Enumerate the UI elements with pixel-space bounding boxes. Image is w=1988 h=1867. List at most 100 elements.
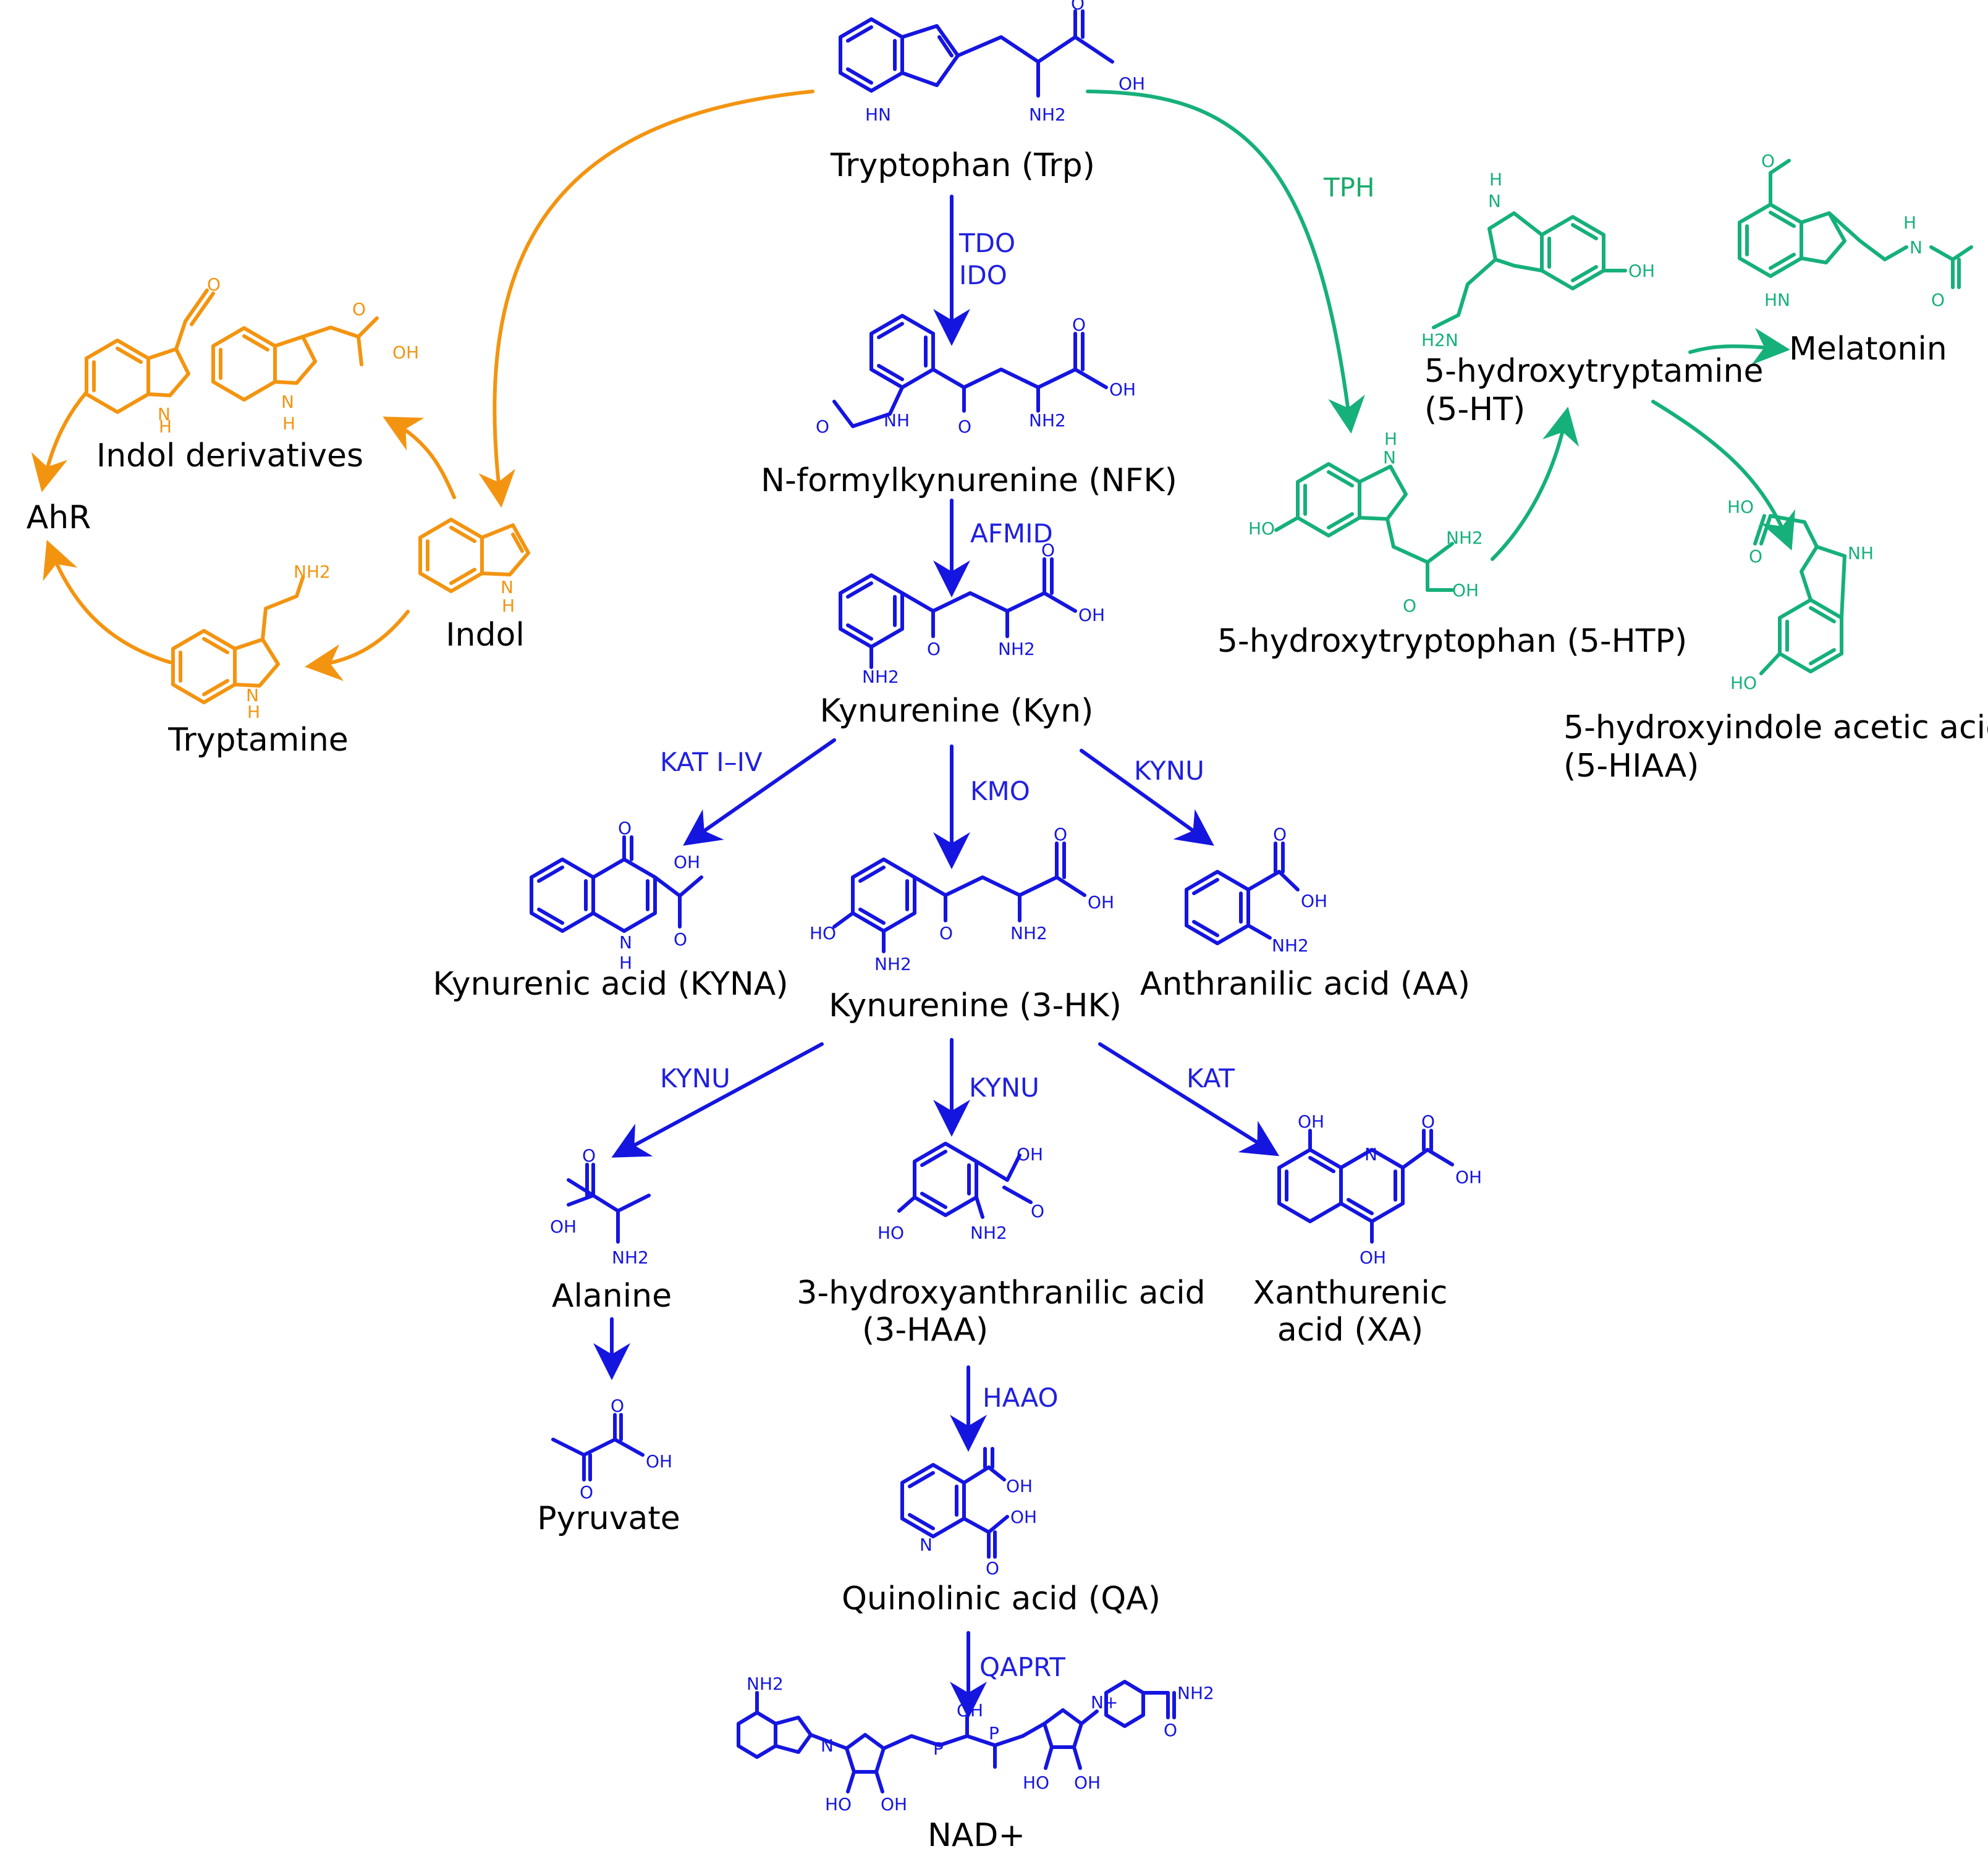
atom-qa-o: O bbox=[986, 1558, 999, 1578]
atom-nad-p2: P bbox=[989, 1723, 999, 1743]
enzyme-labels: TDO IDO AFMID KAT I–IV KMO KYNU KYNU KYN… bbox=[660, 172, 1375, 1682]
enzyme-kat-xa: KAT bbox=[1186, 1063, 1235, 1094]
atom-der-o: O bbox=[207, 274, 221, 295]
atom-trp-nh2: NH2 bbox=[1029, 104, 1066, 125]
structure-indol bbox=[418, 518, 530, 593]
structure-tryptophan bbox=[839, 9, 1114, 98]
atom-aa-nh2: NH2 bbox=[1272, 935, 1309, 956]
atom-kyna-n: N bbox=[619, 932, 632, 953]
atom-der-oh: OH bbox=[392, 342, 419, 363]
atom-der-h1: H bbox=[159, 416, 172, 437]
atom-kyna-o2: O bbox=[674, 929, 687, 950]
enzyme-qaprt: QAPRT bbox=[979, 1652, 1065, 1682]
label-xa-line1: Xanthurenic bbox=[1253, 1275, 1448, 1312]
atom-hiaa-nh: NH bbox=[1848, 543, 1874, 563]
structure-quinolinic-acid bbox=[900, 1447, 1009, 1559]
arrow-trp-to-indol bbox=[478, 90, 814, 508]
atom-ala-nh2: NH2 bbox=[612, 1247, 649, 1268]
atom-ind-n: N bbox=[501, 577, 514, 597]
atom-xa-oh2: OH bbox=[1455, 1167, 1482, 1187]
label-5htp: 5-hydroxytryptophan (5-HTP) bbox=[1217, 623, 1687, 660]
atom-qa-n: N bbox=[920, 1535, 933, 1555]
atom-aa-o: O bbox=[1273, 824, 1287, 845]
enzyme-ido: IDO bbox=[959, 260, 1007, 290]
enzyme-kynu-3haa: KYNU bbox=[969, 1073, 1039, 1103]
arrow-trp-to-5htp bbox=[1086, 90, 1365, 434]
atom-pyr-oh: OH bbox=[646, 1451, 672, 1472]
structure-kynurenine bbox=[839, 557, 1077, 669]
atom-ht-h: H bbox=[1489, 169, 1502, 190]
structure-5hiaa bbox=[1753, 514, 1846, 675]
label-xa-line2: acid (XA) bbox=[1277, 1312, 1423, 1349]
label-indol: Indol bbox=[446, 617, 525, 654]
atom-ht-oh: OH bbox=[1628, 261, 1655, 281]
atom-pyr-o2: O bbox=[580, 1482, 593, 1502]
structure-alanine bbox=[567, 1163, 651, 1244]
atom-mel-o: O bbox=[1761, 151, 1775, 171]
atom-der-n1: N bbox=[158, 404, 171, 424]
atom-kyna-o: O bbox=[618, 818, 632, 838]
atom-nad-n: N bbox=[821, 1735, 834, 1756]
atom-kyna-oh: OH bbox=[674, 852, 700, 872]
compound-labels: Tryptophan (Trp) N-formylkynurenine (NFK… bbox=[27, 147, 1988, 1854]
structure-5htp bbox=[1274, 462, 1454, 592]
atom-nfk-o3: O bbox=[1072, 314, 1086, 335]
atom-htp-o: O bbox=[1403, 596, 1416, 616]
atom-htp-h: H bbox=[1384, 429, 1397, 449]
atom-der-n2: N bbox=[281, 392, 294, 412]
structure-nad bbox=[737, 1680, 1176, 1793]
atom-mel-o2: O bbox=[1931, 290, 1945, 310]
label-3hk: Kynurenine (3-HK) bbox=[829, 987, 1122, 1024]
atom-nad-oh1: OH bbox=[881, 1794, 907, 1814]
enzyme-kynu-alanine: KYNU bbox=[660, 1063, 730, 1094]
atom-haa-nh2: NH2 bbox=[970, 1223, 1007, 1243]
atom-ala-oh: OH bbox=[550, 1216, 577, 1237]
atom-haa-oh: OH bbox=[1017, 1144, 1043, 1165]
arrow-indol-to-derivatives bbox=[383, 416, 456, 499]
label-5hiaa-line1: 5-hydroxyindole acetic acid bbox=[1563, 709, 1988, 746]
atom-htp-ho: HO bbox=[1248, 518, 1275, 539]
label-indol-derivatives: Indol derivatives bbox=[96, 437, 363, 474]
label-5ht-line2: (5-HT) bbox=[1424, 391, 1525, 428]
atom-pyr-o1: O bbox=[611, 1396, 624, 1416]
atom-nfk-nh: NH bbox=[884, 410, 910, 431]
atom-tpa-h: H bbox=[247, 702, 260, 722]
label-3haa-line2: (3-HAA) bbox=[862, 1312, 988, 1349]
label-ahr: AhR bbox=[27, 499, 91, 536]
atom-trp-hn: HN bbox=[865, 104, 891, 125]
label-alanine: Alanine bbox=[552, 1278, 672, 1315]
atom-mel-hn: HN bbox=[1764, 290, 1790, 310]
atom-kyn-nh2b: NH2 bbox=[998, 639, 1035, 659]
atom-nfk-o1: O bbox=[816, 416, 829, 437]
atom-haa-o: O bbox=[1031, 1201, 1044, 1221]
atom-ind-h: H bbox=[502, 596, 515, 616]
label-5ht-line1: 5-hydroxytryptamine bbox=[1424, 353, 1763, 390]
atom-nad-ho2: HO bbox=[1023, 1772, 1049, 1793]
atom-kyn-o1: O bbox=[927, 639, 941, 659]
arrow-5ht-to-melatonin bbox=[1688, 327, 1790, 365]
structure-kynurenic-acid bbox=[530, 835, 703, 933]
structure-nfk bbox=[832, 314, 1108, 428]
label-anthranilic-acid: Anthranilic acid (AA) bbox=[1140, 966, 1470, 1003]
arrow-5htp-to-5ht bbox=[1491, 407, 1579, 561]
enzyme-tph: TPH bbox=[1323, 172, 1375, 203]
enzyme-kmo: KMO bbox=[970, 776, 1030, 806]
label-tryptophan: Tryptophan (Trp) bbox=[830, 147, 1095, 184]
atom-hiaa-ho: HO bbox=[1727, 497, 1754, 517]
arrow-3hk-to-alanine bbox=[611, 1042, 824, 1158]
enzyme-kat-i-iv: KAT I–IV bbox=[660, 747, 763, 777]
atom-kyn-nh2a: NH2 bbox=[862, 667, 899, 687]
atom-nfk-o2: O bbox=[958, 416, 971, 437]
structure-xanthurenic-acid bbox=[1277, 1129, 1454, 1244]
arrow-3hk-to-xa bbox=[1098, 1042, 1280, 1157]
arrow-indol-to-tryptamine bbox=[305, 610, 410, 681]
atom-hiaa-o: O bbox=[1749, 546, 1762, 567]
enzyme-afmid: AFMID bbox=[970, 518, 1053, 549]
arrow-kyn-to-aa bbox=[1080, 749, 1214, 846]
structure-3haa bbox=[897, 1142, 1033, 1219]
atom-mel-n: N bbox=[1910, 237, 1922, 258]
atom-qa-oh2: OH bbox=[1010, 1507, 1037, 1527]
label-3haa-line1: 3-hydroxyanthranilic acid bbox=[797, 1275, 1205, 1312]
atom-ala-o: O bbox=[582, 1145, 596, 1166]
atom-hk-o1: O bbox=[939, 923, 953, 943]
